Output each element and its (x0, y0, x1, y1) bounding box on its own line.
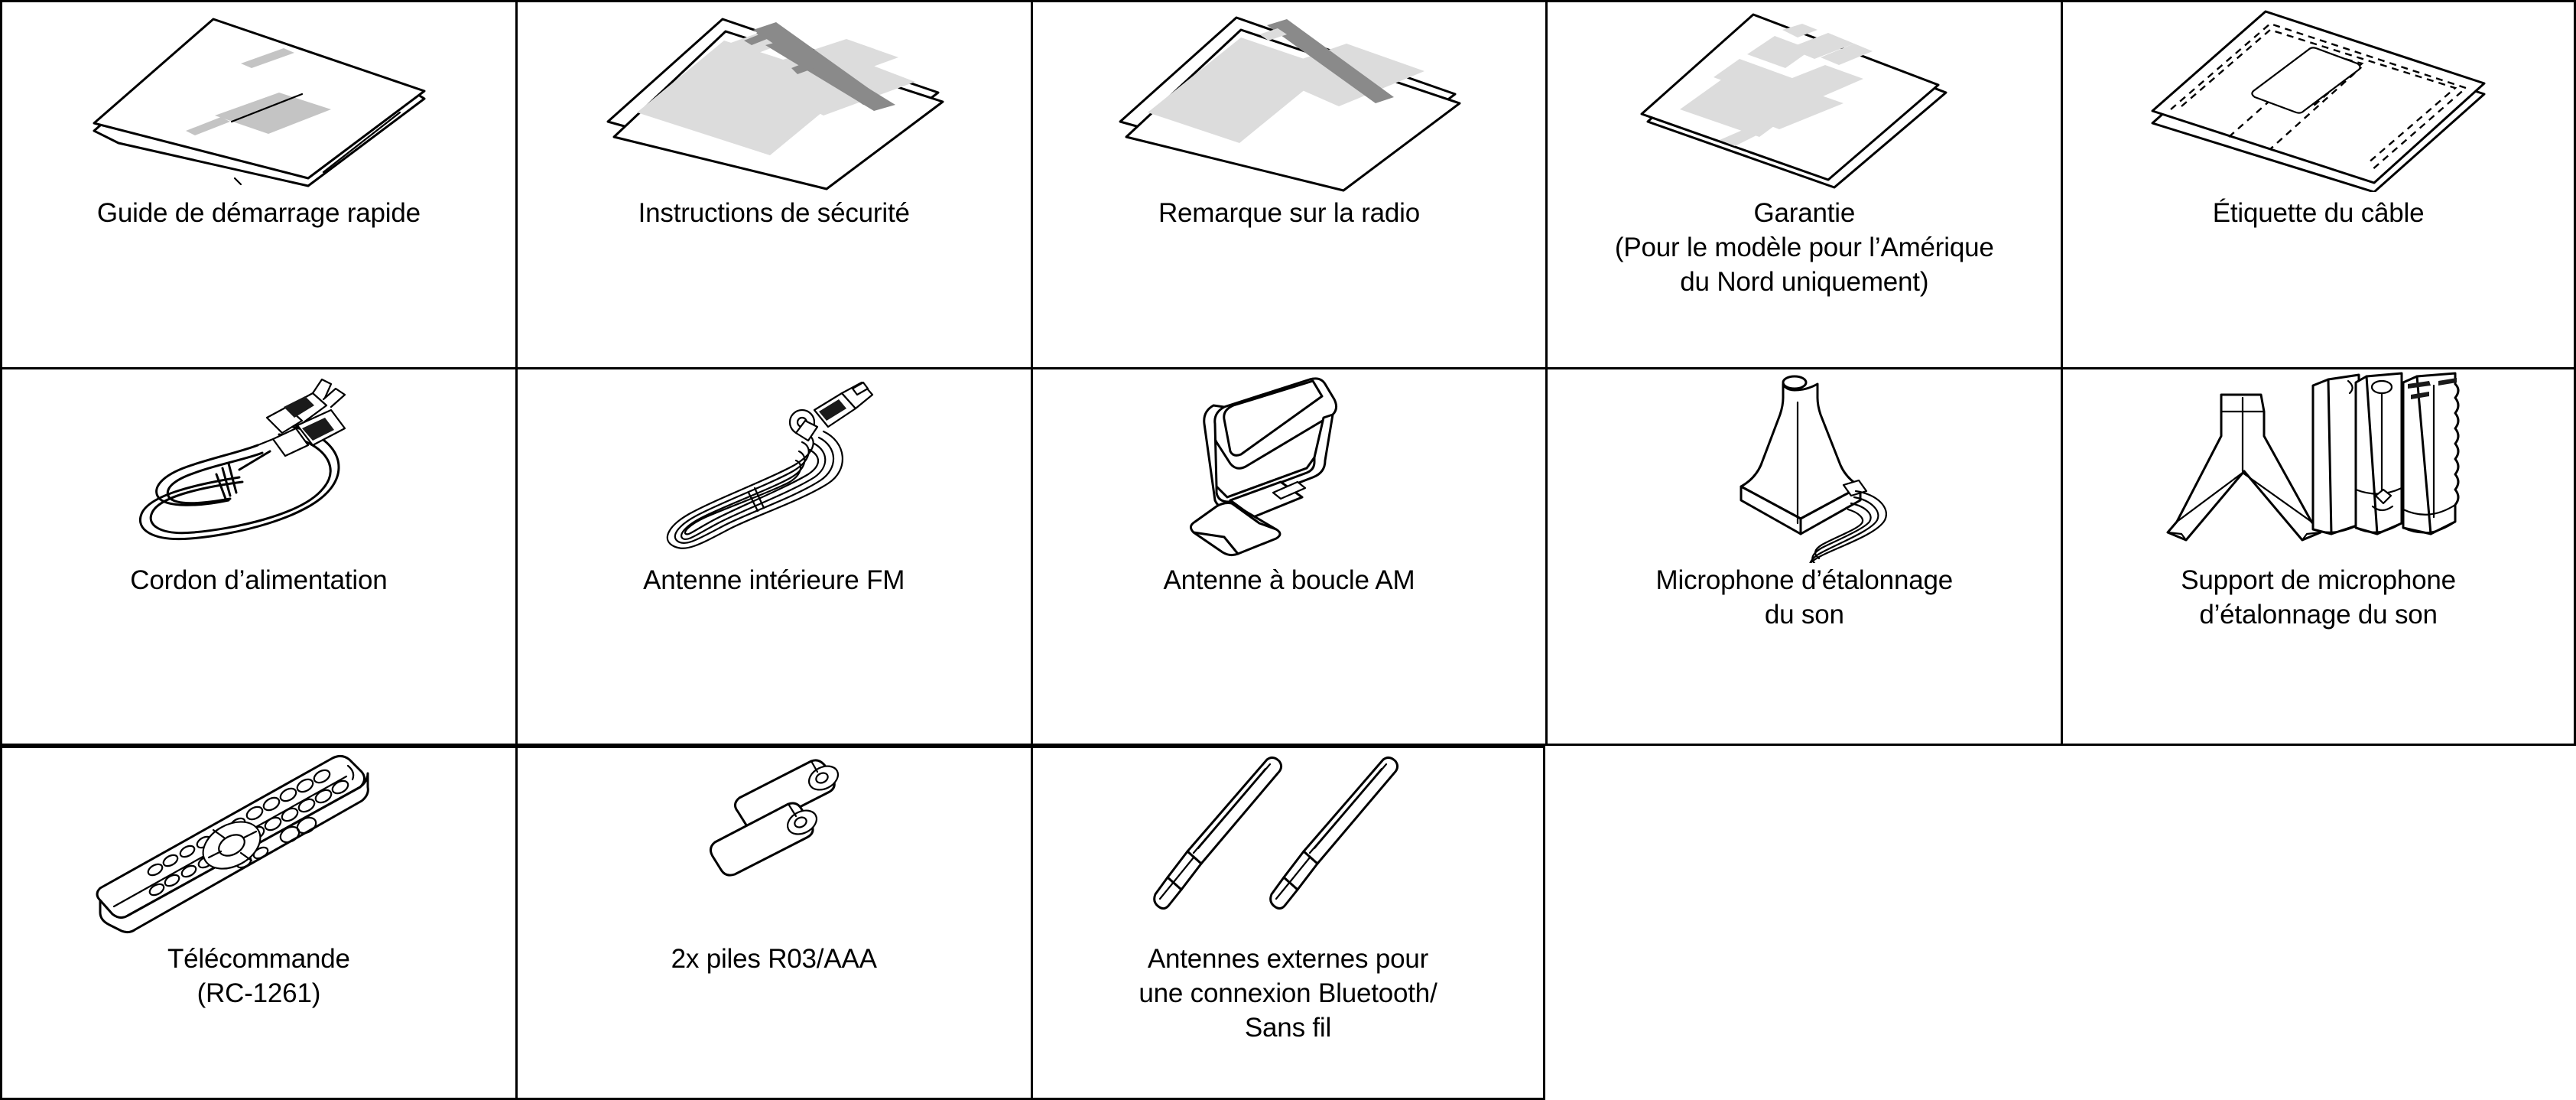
accessory-cell-safety-instructions: Instructions de sécurité (515, 0, 1031, 367)
coiled-wire-antenna-icon (518, 369, 1031, 561)
accessory-cell-empty (2061, 746, 2576, 1100)
accessory-label: Garantie (Pour le modèle pour l’Amérique… (1614, 198, 1994, 297)
accessory-cell-external-antennas: Antennes externes pour une connexion Blu… (1030, 746, 1546, 1100)
accessory-cell-am-loop-antenna: Antenne à boucle AM (1030, 367, 1546, 746)
aaa-batteries-icon (518, 748, 1031, 939)
accessory-label: 2x piles R03/AAA (671, 944, 877, 974)
accessory-cell-cable-label: Étiquette du câble (2061, 0, 2576, 367)
remote-control-icon (2, 748, 515, 939)
accessory-cell-remote-control: Télécommande (RC-1261) (0, 746, 515, 1100)
stacked-sheets-icon (1033, 2, 1546, 194)
accessory-label: Antenne intérieure FM (643, 565, 905, 595)
accessory-cell-batteries: 2x piles R03/AAA (515, 746, 1031, 1100)
power-cord-icon (2, 369, 515, 561)
accessory-cell-power-cord: Cordon d’alimentation (0, 367, 515, 746)
microphone-stand-icon (2063, 369, 2574, 561)
accessory-label: Instructions de sécurité (638, 198, 910, 228)
accessory-label: Étiquette du câble (2212, 198, 2425, 228)
external-antennas-icon (1033, 748, 1544, 939)
accessory-cell-quick-start-guide: Guide de démarrage rapide (0, 0, 515, 367)
accessory-cell-warranty: Garantie (Pour le modèle pour l’Amérique… (1545, 0, 2061, 367)
accessory-label: Microphone d’étalonnage du son (1655, 565, 1954, 630)
accessory-label: Antennes externes pour une connexion Blu… (1139, 944, 1437, 1043)
calibration-microphone-icon (1548, 369, 2061, 563)
accessory-label: Antenne à boucle AM (1163, 565, 1415, 595)
booklet-icon (2, 2, 515, 194)
accessory-cell-fm-antenna: Antenne intérieure FM (515, 367, 1031, 746)
accessory-cell-empty (1545, 746, 2061, 1100)
accessory-cell-calibration-microphone: Microphone d’étalonnage du son (1545, 367, 2061, 746)
warranty-sheets-icon (1548, 2, 2061, 194)
accessory-row: Télécommande (RC-1261) (0, 746, 2576, 1100)
accessory-cell-microphone-stand: Support de microphone d’étalonnage du so… (2061, 367, 2576, 746)
accessory-label: Cordon d’alimentation (130, 565, 388, 595)
stacked-sheets-icon (518, 2, 1031, 194)
accessory-cell-radio-notice: Remarque sur la radio (1030, 0, 1546, 367)
accessory-label: Télécommande (RC-1261) (167, 944, 350, 1008)
accessory-label: Remarque sur la radio (1158, 198, 1421, 228)
accessory-label: Guide de démarrage rapide (96, 198, 421, 228)
accessory-row: Guide de démarrage rapide Inst (0, 0, 2576, 367)
am-loop-antenna-icon (1033, 369, 1546, 561)
cable-label-sheet-icon (2063, 2, 2574, 194)
accessory-label: Support de microphone d’étalonnage du so… (2181, 565, 2456, 630)
accessory-row: Cordon d’alimentation (0, 367, 2576, 746)
